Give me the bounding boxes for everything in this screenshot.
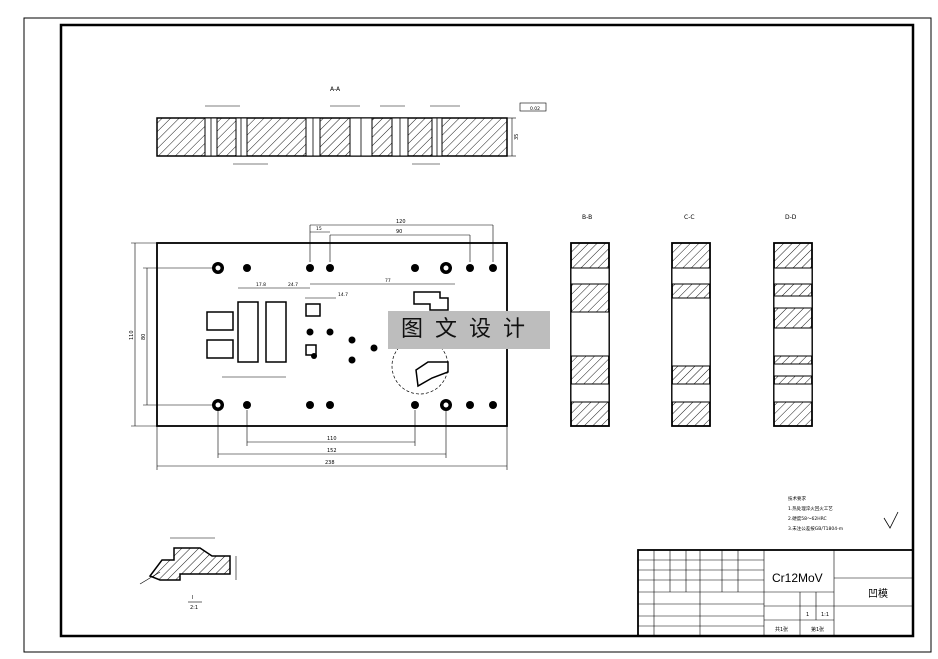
dim-width-152: 152: [327, 448, 337, 454]
dim-height-80: 80: [141, 334, 147, 340]
part-name-label: 凹模: [868, 589, 888, 600]
detail-label: I: [192, 595, 193, 601]
inner-frame: [59, 23, 915, 638]
dim-width-total: 238: [325, 460, 335, 466]
title-block-sheet-no: 第1张: [811, 626, 824, 633]
detail-view: I 2:1: [139, 537, 237, 611]
detail-scale: 2:1: [190, 605, 198, 611]
section-bb-label: B-B: [582, 214, 592, 221]
aa-thickness: 35: [514, 134, 520, 140]
title-block: [637, 549, 914, 637]
dim-width-110: 110: [327, 436, 337, 442]
dim-top-90: 90: [396, 229, 402, 235]
technical-notes: 技术要求 1.热处理淬火回火工艺 2.硬度58～62HRC 3.未注公差按GB/…: [788, 495, 843, 532]
dim-14-7: 14.7: [338, 292, 348, 298]
title-block-qty: 1: [806, 612, 809, 618]
dim-top-15: 15: [316, 226, 322, 232]
plan-view: 238 152 110 120 90 15 110 80 17.8 24.7 7…: [129, 219, 508, 470]
notes-title: 技术要求: [788, 495, 806, 502]
section-aa-label: A-A: [330, 86, 341, 93]
aa-flatness: 0.02: [530, 106, 540, 112]
section-cc: C-C: [671, 214, 711, 427]
title-block-values: 1 1:1 共1张 第1张: [775, 612, 829, 633]
title-block-sheets: 共1张: [775, 626, 788, 633]
material-label: Cr12MoV: [772, 571, 823, 585]
notes-line2: 2.硬度58～62HRC: [788, 515, 827, 522]
dim-17-8: 17.8: [256, 282, 266, 288]
dim-24-7: 24.7: [288, 282, 298, 288]
watermark-banner: 图文设计: [388, 311, 550, 349]
section-aa: A-A 35 0.02: [156, 86, 547, 165]
dim-top-120: 120: [396, 219, 406, 225]
dim-height-110: 110: [129, 330, 135, 340]
roughness-symbol: [883, 511, 899, 529]
notes-line1: 1.热处理淬火回火工艺: [788, 505, 833, 512]
title-block-scale: 1:1: [821, 612, 829, 618]
section-dd: D-D: [773, 214, 813, 427]
dim-77: 77: [385, 278, 391, 284]
notes-line3: 3.未注公差按GB/T1804-m: [788, 525, 843, 532]
outer-frame: [23, 17, 932, 653]
section-bb: B-B: [570, 214, 610, 427]
section-cc-label: C-C: [684, 214, 695, 221]
section-dd-label: D-D: [785, 214, 797, 221]
